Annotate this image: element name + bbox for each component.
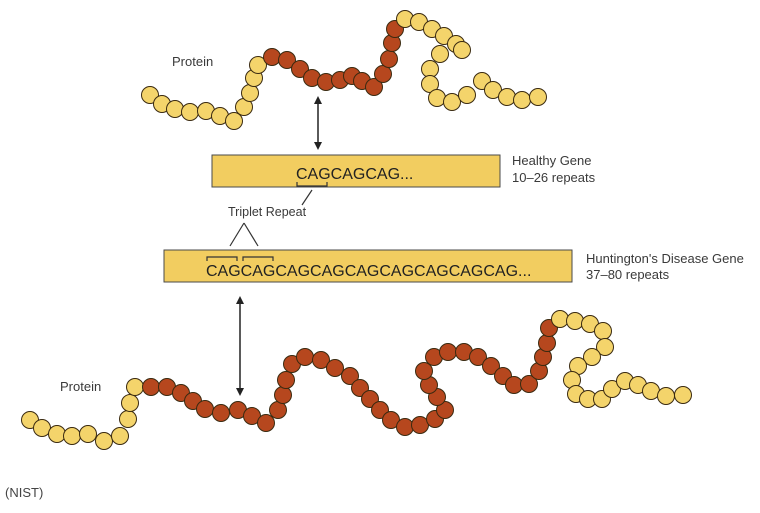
source-caption: (NIST) [5,485,44,500]
protein-label-top: Protein [172,54,213,69]
top-bead-normal [421,60,439,78]
bottom-bead-normal [674,386,692,404]
bottom-bead-expanded [142,378,160,396]
bottom-bead-expanded [277,371,295,389]
top-bead-normal [166,100,184,118]
bottom-bead-expanded [436,401,454,419]
bottom-bead-expanded [196,400,214,418]
protein-chain-healthy [141,10,547,130]
hd-gene-name: Huntington's Disease Gene [586,251,744,266]
bottom-bead-normal [111,427,129,445]
bottom-bead-normal [79,425,97,443]
triplet-leader-left [229,222,245,247]
triplet-repeat-label: Triplet Repeat [228,205,307,219]
bottom-bead-normal [95,432,113,450]
bottom-bead-expanded [212,404,230,422]
top-bead-normal [428,89,446,107]
bottom-bead-expanded [411,416,429,434]
bottom-bead-normal [121,394,139,412]
top-bead-normal [513,91,531,109]
hd-gene-repeats: 37–80 repeats [586,267,670,282]
healthy-gene-seq-rest: CAGCAG... [331,166,414,183]
protein-label-bottom: Protein [60,379,101,394]
bottom-bead-expanded [415,362,433,380]
triplet-leader-top [301,189,313,206]
top-bead-normal [431,45,449,63]
healthy-gene-seq-highlight: CAG [296,166,331,183]
hd-gene-seq-first: CAG [206,263,241,280]
bottom-bead-expanded [296,348,314,366]
hd-gene-seq-second: CAG [241,263,276,280]
bottom-bead-normal [594,322,612,340]
healthy-gene-box [211,154,501,188]
top-bead-normal [141,86,159,104]
healthy-gene-name: Healthy Gene [512,153,592,168]
bottom-bead-expanded [396,418,414,436]
top-bead-normal [249,56,267,74]
top-bead-normal [453,41,471,59]
bottom-bead-normal [596,338,614,356]
top-bead-normal [181,103,199,121]
top-bead-normal [241,84,259,102]
bottom-bead-expanded [269,401,287,419]
top-bead-expanded [374,65,392,83]
healthy-gene-sequence: CAGCAGCAG... [296,166,413,183]
top-bead-normal [443,93,461,111]
healthy-gene-bracket [296,182,328,187]
bottom-bead-normal [603,380,621,398]
hd-gene-box [163,249,573,283]
top-bead-normal [498,88,516,106]
top-bead-normal [458,86,476,104]
top-bead-expanded [291,60,309,78]
top-bead-expanded [380,50,398,68]
top-bead-expanded [263,48,281,66]
top-bead-expanded [365,78,383,96]
bottom-bead-expanded [538,334,556,352]
bottom-bead-normal [33,419,51,437]
bottom-bead-expanded [257,414,275,432]
bottom-bead-expanded [469,348,487,366]
hd-gene-sequence: CAGCAGCAGCAGCAGCAGCAGCAGCAG... [206,263,531,280]
bottom-bead-normal [566,312,584,330]
bottom-bead-normal [119,410,137,428]
hd-gene-seq-rest: CAGCAGCAGCAGCAGCAGCAG... [275,263,531,280]
bottom-bead-normal [657,387,675,405]
bottom-bead-expanded [312,351,330,369]
triplet-leader-right [243,222,259,247]
bottom-bead-expanded [520,375,538,393]
bottom-bead-normal [551,310,569,328]
bottom-bead-expanded [326,359,344,377]
bottom-bead-expanded [482,357,500,375]
bottom-bead-normal [63,427,81,445]
bottom-bead-normal [642,382,660,400]
top-bead-normal [225,112,243,130]
bottom-bead-normal [48,425,66,443]
hd-gene-bracket-1 [206,256,238,261]
protein-chain-disease [21,310,692,450]
bottom-bead-expanded [341,367,359,385]
healthy-gene-repeats: 10–26 repeats [512,170,596,185]
bottom-bead-normal [583,348,601,366]
bottom-bead-expanded [505,376,523,394]
top-bead-normal [529,88,547,106]
top-bead-expanded [278,51,296,69]
bottom-bead-normal [126,378,144,396]
bottom-bead-expanded [439,343,457,361]
hd-gene-bracket-2 [242,256,274,261]
bottom-bead-expanded [274,386,292,404]
